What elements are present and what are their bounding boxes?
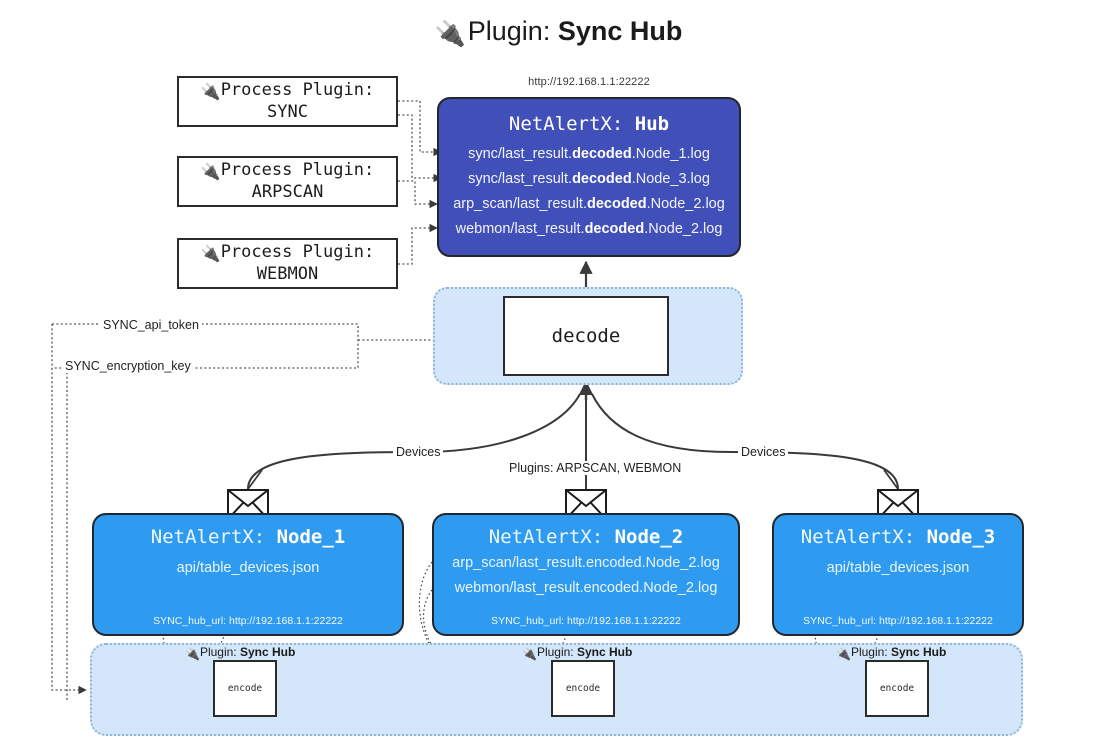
node-3-lines: api/table_devices.json	[774, 556, 1022, 581]
edge-sync-to-log1	[398, 100, 442, 157]
edge-sync-to-log2	[398, 114, 442, 183]
hub-log-entry: sync/last_result.decoded.Node_1.log	[468, 146, 710, 162]
plug-icon: 🔌	[185, 647, 200, 661]
plug-icon: 🔌	[434, 20, 466, 48]
encode-box-node3[interactable]: encode	[865, 660, 929, 717]
node-3-hub-url: SYNC_hub_url: http://192.168.1.1:22222	[803, 615, 993, 627]
plug-icon: 🔌	[836, 647, 851, 661]
encode-1-plugin-label: 🔌Plugin: Sync Hub	[185, 645, 296, 661]
node-3-title: NetAlertX: Node_3	[800, 526, 996, 548]
hub-url-label: http://192.168.1.1:22222	[528, 76, 650, 88]
hub-log-entry: sync/last_result.decoded.Node_3.log	[468, 171, 710, 187]
hub-log-entry: arp_scan/last_result.decoded.Node_2.log	[453, 196, 725, 212]
plug-icon: 🔌	[200, 81, 221, 101]
node-1-title: NetAlertX: Node_1	[150, 526, 346, 548]
decode-box[interactable]: decode	[503, 296, 669, 376]
process-plugin-sync-name: SYNC	[267, 101, 308, 122]
edge-settings-to-encode-panel	[51, 324, 87, 695]
hub-node[interactable]: NetAlertX: Hub sync/last_result.decoded.…	[437, 97, 741, 257]
node-2-hub-url: SYNC_hub_url: http://192.168.1.1:22222	[491, 615, 681, 627]
page-title-prefix: Plugin:	[467, 16, 558, 46]
node-3-log-entry: api/table_devices.json	[826, 560, 970, 576]
encode-box-node1[interactable]: encode	[213, 660, 277, 717]
encode-2-plugin-label: 🔌Plugin: Sync Hub	[522, 645, 633, 661]
encode-3-plugin-label: 🔌Plugin: Sync Hub	[836, 645, 947, 661]
hub-title: NetAlertX: Hub	[508, 113, 670, 135]
node-2-log-entry: webmon/last_result.encoded.Node_2.log	[454, 580, 718, 596]
label-devices-right: Devices	[738, 445, 789, 459]
edge-arpscan-to-log3	[398, 180, 438, 209]
process-plugin-sync[interactable]: 🔌Process Plugin: SYNC	[177, 76, 398, 127]
node-2-log-entry: arp_scan/last_result.encoded.Node_2.log	[452, 555, 720, 571]
edge-node1-envelope-stem	[247, 469, 263, 490]
page-title: 🔌Plugin: Sync Hub	[0, 16, 1117, 49]
edge-node3-envelope-stem	[883, 469, 899, 490]
process-plugin-sync-label: 🔌Process Plugin:	[200, 79, 375, 101]
node-2-title: NetAlertX: Node_2	[488, 526, 684, 548]
plug-icon: 🔌	[522, 647, 537, 661]
process-plugin-arpscan-label: 🔌Process Plugin:	[200, 159, 375, 181]
edge-webmon-to-log4	[398, 223, 438, 265]
label-devices-left: Devices	[393, 445, 444, 459]
node-1-log-entry: api/table_devices.json	[176, 560, 320, 576]
node-1[interactable]: NetAlertX: Node_1 api/table_devices.json…	[92, 513, 404, 636]
label-plugins-center: Plugins: ARPSCAN, WEBMON	[506, 461, 685, 475]
node-1-lines: api/table_devices.json	[94, 556, 402, 581]
plug-icon: 🔌	[200, 161, 221, 181]
process-plugin-webmon-name: WEBMON	[256, 263, 319, 284]
plug-icon: 🔌	[200, 243, 221, 263]
hub-log-entry: webmon/last_result.decoded.Node_2.log	[455, 221, 723, 237]
page-title-name: Sync Hub	[557, 16, 683, 46]
process-plugin-webmon[interactable]: 🔌Process Plugin: WEBMON	[177, 238, 398, 289]
process-plugin-webmon-label: 🔌Process Plugin:	[200, 241, 375, 263]
node-2[interactable]: NetAlertX: Node_2 arp_scan/last_result.e…	[432, 513, 740, 636]
node-1-hub-url: SYNC_hub_url: http://192.168.1.1:22222	[153, 615, 343, 627]
node-3[interactable]: NetAlertX: Node_3 api/table_devices.json…	[772, 513, 1024, 636]
process-plugin-arpscan-name: ARPSCAN	[251, 181, 324, 202]
node-2-lines: arp_scan/last_result.encoded.Node_2.log …	[434, 551, 738, 601]
label-sync-encryption-key: SYNC_encryption_key	[62, 359, 194, 373]
label-sync-api-token: SYNC_api_token	[100, 318, 202, 332]
encode-box-node2[interactable]: encode	[551, 660, 615, 717]
process-plugin-arpscan[interactable]: 🔌Process Plugin: ARPSCAN	[177, 156, 398, 207]
